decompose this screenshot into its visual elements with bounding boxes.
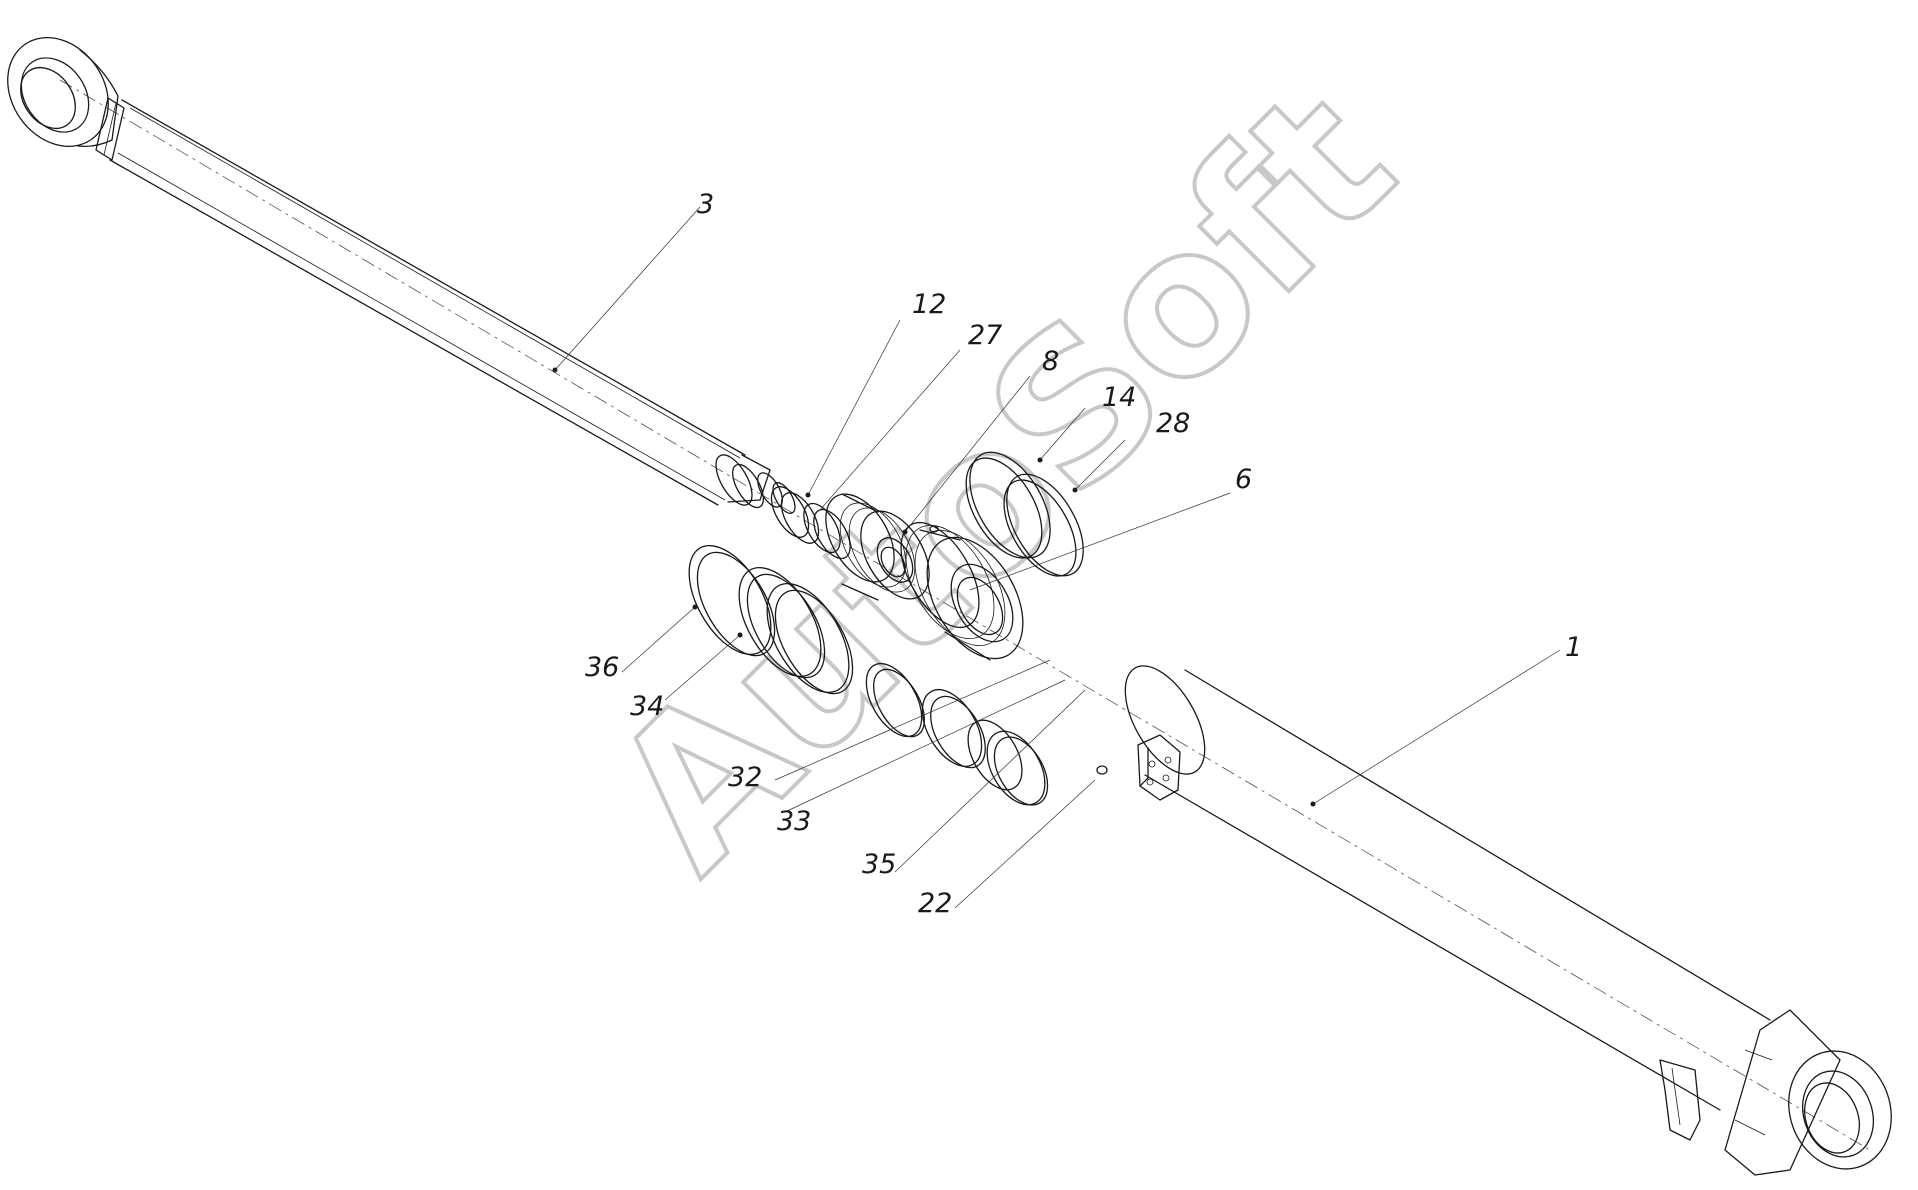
rings-14-28 [965,451,1084,577]
callouts: 3 12 27 8 14 28 6 1 36 34 32 33 35 22 [585,189,1582,919]
piston [825,493,930,601]
callout-6: 6 [1235,464,1252,495]
callout-28: 28 [1156,408,1190,439]
callout-32: 32 [728,762,762,793]
callout-1: 1 [1565,632,1582,663]
callout-8: 8 [1042,346,1059,377]
callout-22: 22 [918,888,952,919]
callout-36: 36 [585,652,619,683]
piston-rod [7,37,796,514]
rings-36-34 [688,544,854,695]
leader-lines [552,206,1561,909]
fitting [1096,765,1108,775]
callout-3: 3 [697,189,714,220]
callout-12: 12 [912,289,946,320]
cylinder-barrel [1124,665,1892,1176]
rings-32-33-35 [865,663,1049,806]
callout-34: 34 [630,691,664,722]
rings-12-27 [770,486,851,560]
callout-35: 35 [862,849,896,880]
callout-27: 27 [968,320,1002,351]
gland [900,521,1024,661]
callout-33: 33 [777,806,811,837]
callout-14: 14 [1102,382,1136,413]
